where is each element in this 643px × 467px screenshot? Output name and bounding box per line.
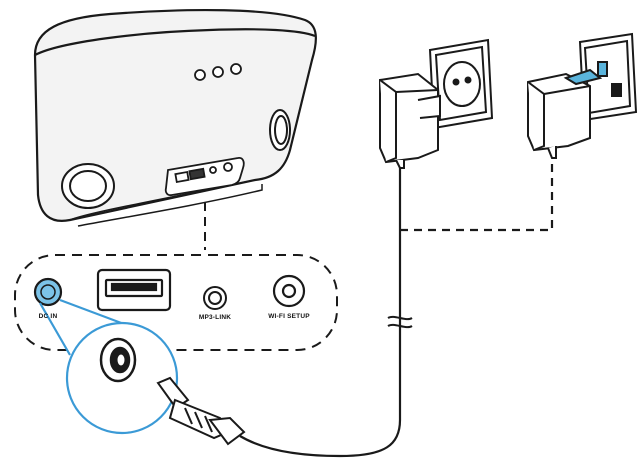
cable-break-mark <box>387 315 413 329</box>
rear-connector-panel <box>164 156 245 197</box>
eu-power-adapter <box>379 72 441 169</box>
dc-socket-closeup <box>99 337 137 383</box>
mp3-link-label: MP3-LINK <box>198 314 232 321</box>
dc-plug <box>156 376 246 446</box>
uk-wall-socket <box>578 32 638 122</box>
wifi-setup-label: WI-FI SETUP <box>268 313 310 320</box>
dc-in-label: DC IN <box>38 313 58 320</box>
wifi-setup-button <box>272 274 306 308</box>
alt-cable-dashed <box>400 158 554 232</box>
bass-port-left <box>61 163 115 209</box>
dc-in-port <box>33 277 63 307</box>
mp3-link-port <box>203 286 227 310</box>
bass-port-right <box>269 109 291 151</box>
port-zoom-panel <box>14 254 338 351</box>
speaker-top-holes <box>194 63 242 81</box>
uk-power-adapter <box>527 68 603 159</box>
usb-port <box>96 268 172 312</box>
power-cable <box>239 162 402 458</box>
